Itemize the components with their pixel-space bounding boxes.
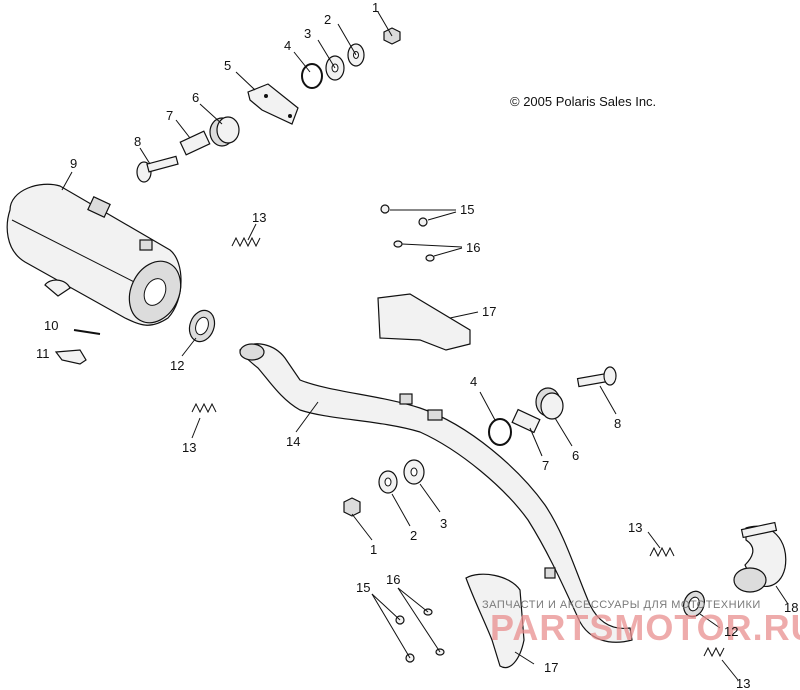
nut-top <box>377 11 401 45</box>
callout-1-top: 1 <box>372 0 379 15</box>
callout-16-lower: 16 <box>386 572 400 587</box>
callout-12-lower: 12 <box>724 624 738 639</box>
bolt-8-upper <box>136 147 179 183</box>
washer-3-top <box>317 39 345 81</box>
spring-13c <box>647 531 675 558</box>
spring-13d <box>703 646 739 681</box>
nut-1-mid <box>343 497 373 541</box>
washer-2-top <box>337 23 365 67</box>
callout-2-top: 2 <box>324 12 331 27</box>
washer-3-mid <box>403 459 441 513</box>
gasket-4-mid <box>479 391 512 446</box>
callout-15-upper: 15 <box>460 202 474 217</box>
bracket-5 <box>235 71 299 125</box>
copyright-text: © 2005 Polaris Sales Inc. <box>510 94 656 109</box>
callout-12-upper: 12 <box>170 358 184 373</box>
callout-7-mid: 7 <box>542 458 549 473</box>
callout-17-upper: 17 <box>482 304 496 319</box>
callout-13-a: 13 <box>252 210 266 225</box>
gasket-4-top <box>293 51 323 89</box>
callout-13-b: 13 <box>182 440 196 455</box>
heat-shield-17-upper <box>377 293 479 351</box>
callout-15-lower: 15 <box>356 580 370 595</box>
washer-2-mid <box>378 470 411 527</box>
callout-16-upper: 16 <box>466 240 480 255</box>
grommet-6-mid <box>535 387 573 447</box>
callout-6-mid: 6 <box>572 448 579 463</box>
spacer-7-mid <box>511 408 543 457</box>
pin-10 <box>73 329 101 335</box>
spring-13a <box>231 223 261 248</box>
callout-2-mid: 2 <box>410 528 417 543</box>
muffler-9 <box>6 171 182 326</box>
callout-9: 9 <box>70 156 77 171</box>
head-pipe-14 <box>239 343 633 643</box>
callout-3-top: 3 <box>304 26 311 41</box>
callout-4-mid: 4 <box>470 374 477 389</box>
callout-7-upper: 7 <box>166 108 173 123</box>
spring-13b <box>191 402 217 439</box>
washers-16-upper <box>393 240 463 262</box>
callout-14: 14 <box>286 434 300 449</box>
elbow-18 <box>733 521 789 605</box>
watermark-brand: PARTSMOTOR.RU <box>490 607 800 648</box>
callout-6-upper: 6 <box>192 90 199 105</box>
spacer-7-upper <box>175 119 211 156</box>
callout-8-upper: 8 <box>134 134 141 149</box>
callout-3-mid: 3 <box>440 516 447 531</box>
screws-15-upper <box>380 204 457 227</box>
callout-13-c: 13 <box>628 520 642 535</box>
callout-10: 10 <box>44 318 58 333</box>
clip-11 <box>54 349 87 365</box>
callout-13-d: 13 <box>736 676 750 690</box>
callout-4-top: 4 <box>284 38 291 53</box>
screws-15-lower <box>371 593 415 663</box>
heat-shield-17-lower <box>465 573 535 669</box>
watermark-tagline: ЗАПЧАСТИ И АКСЕССУАРЫ ДЛЯ МОТОТЕХНИКИ <box>482 599 761 611</box>
callout-1-mid: 1 <box>370 542 377 557</box>
callout-11: 11 <box>36 346 50 361</box>
grommet-6-upper <box>199 103 240 147</box>
callout-17-lower: 17 <box>544 660 558 675</box>
bolt-8-mid <box>576 366 617 415</box>
gasket-12-upper <box>181 309 216 357</box>
callout-8-mid: 8 <box>614 416 621 431</box>
callout-18: 18 <box>784 600 798 615</box>
callout-5: 5 <box>224 58 231 73</box>
gasket-12-lower <box>683 590 721 629</box>
washers-16-lower <box>397 587 445 656</box>
